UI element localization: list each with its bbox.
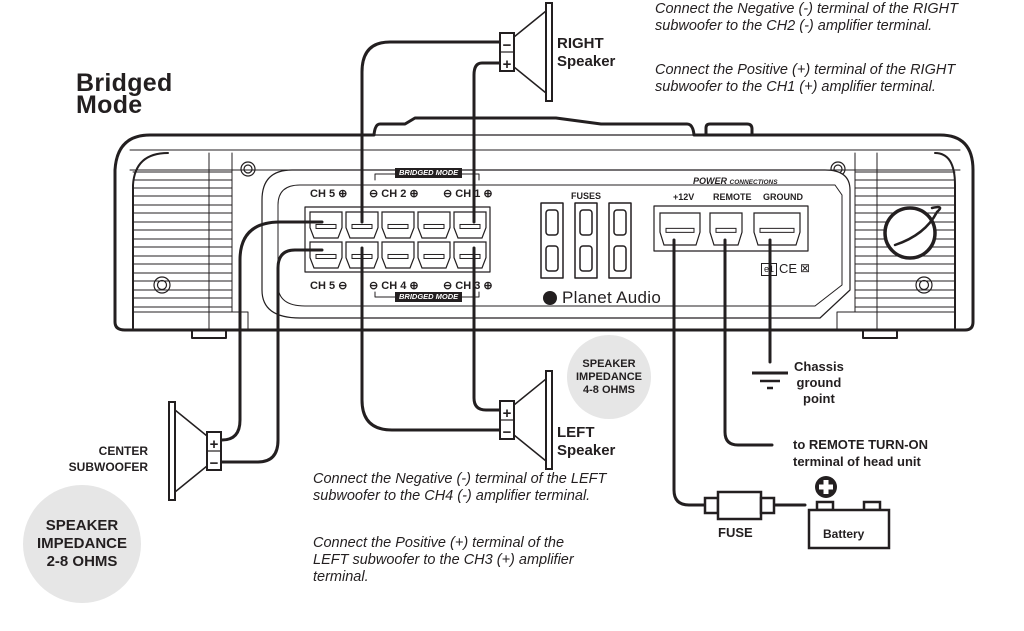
ch4-label: ⊖ CH 4 ⊕ — [369, 280, 419, 292]
plus-icon: + — [503, 405, 512, 422]
battery-label: Battery — [823, 527, 865, 541]
right-speaker-icon: −+ — [499, 2, 553, 102]
weee-bin-icon: ⊠ — [800, 261, 811, 275]
minus-icon: ⊖ — [443, 188, 453, 200]
speaker-terminal-slot — [387, 223, 409, 229]
note-left-negative: Connect the Negative (-) terminal of the… — [313, 471, 607, 504]
ce-mark-label: CE — [779, 261, 798, 276]
power-terminal-remote-label: REMOTE — [713, 192, 752, 202]
left-speaker-icon: +− — [499, 370, 553, 470]
bridged-mode-tag-bottom: BRIDGED MODE — [395, 292, 463, 302]
bridged-mode-tag-top: BRIDGED MODE — [395, 168, 463, 178]
foot-right — [862, 329, 898, 339]
plus-icon: + — [210, 436, 219, 453]
ch1-label: ⊖ CH 1 ⊕ — [443, 188, 493, 200]
ch5-bottom-label: CH 5 ⊖ — [310, 280, 348, 292]
speaker-terminal-slot — [315, 223, 337, 229]
wire-12v — [672, 238, 707, 507]
fuse-label: FUSE — [718, 525, 753, 540]
fuses-label: FUSES — [571, 191, 602, 201]
amplifier-inner-frame — [132, 152, 956, 329]
plus-icon: ⊕ — [483, 188, 493, 200]
fuse-slots — [540, 202, 632, 279]
planet-logo-icon — [883, 205, 942, 260]
left-speaker-label: LEFT Speaker — [557, 424, 616, 459]
wire-center-positive — [220, 220, 324, 442]
power-terminal-12v-slot — [665, 227, 695, 233]
note-right-negative: Connect the Negative (-) terminal of the… — [655, 1, 959, 34]
chassis-ground-label: Chassis ground point — [794, 359, 844, 406]
minus-icon: − — [503, 37, 512, 54]
impedance-badge-center: SPEAKER IMPEDANCE 2-8 OHMS — [23, 485, 141, 603]
plus-icon: ⊕ — [338, 188, 348, 200]
plus-icon: ⊕ — [409, 188, 419, 200]
brand-logo: Planet Audio — [543, 288, 661, 308]
wire-center-negative — [220, 248, 324, 464]
planet-audio-logo-icon — [543, 291, 557, 305]
power-terminal-ground-slot — [759, 227, 795, 233]
inline-fuse-icon — [703, 490, 776, 521]
ground-symbol-icon — [752, 371, 788, 390]
minus-icon: ⊖ — [369, 280, 379, 292]
minus-icon: − — [503, 424, 512, 441]
impedance-badge-left-right: SPEAKER IMPEDANCE 4-8 OHMS — [567, 335, 651, 419]
right-speaker-label: RIGHT Speaker — [557, 35, 616, 70]
plus-icon: + — [503, 56, 512, 73]
power-terminal-ground-label: GROUND — [763, 192, 803, 202]
power-terminal-12v-label: +12V — [673, 192, 695, 202]
heatsink-right — [836, 152, 956, 331]
note-left-positive: Connect the Positive (+) terminal of the… — [313, 535, 574, 585]
wire-remote — [723, 238, 774, 447]
heatsink-left — [132, 152, 249, 331]
center-subwoofer-label: CENTER SUBWOOFER — [68, 444, 148, 474]
ch3-label: ⊖ CH 3 ⊕ — [443, 280, 493, 292]
minus-icon: − — [210, 455, 219, 472]
amplifier-body — [113, 116, 975, 332]
battery-positive-icon — [815, 476, 837, 498]
wire-right-negative — [360, 40, 502, 224]
ch2-label: ⊖ CH 2 ⊕ — [369, 188, 419, 200]
foot-left — [191, 329, 227, 339]
speaker-terminal-slot — [423, 253, 445, 259]
ch5-top-label: CH 5 ⊕ — [310, 188, 348, 200]
note-right-positive: Connect the Positive (+) terminal of the… — [655, 62, 956, 95]
speaker-terminal-slot — [459, 253, 481, 259]
wire-left-negative — [360, 246, 502, 432]
plus-icon: ⊕ — [409, 280, 419, 292]
minus-icon: ⊖ — [443, 280, 453, 292]
speaker-terminal-slot — [423, 223, 445, 229]
page-title: Bridged Mode — [76, 69, 173, 119]
speaker-terminal-slot — [351, 223, 373, 229]
center-subwoofer-icon: +− — [168, 401, 222, 501]
power-terminal-remote-slot — [715, 227, 737, 233]
remote-turn-on-label: to REMOTE TURN-ON terminal of head unit — [793, 437, 929, 469]
speaker-terminal-slot — [459, 223, 481, 229]
minus-icon: ⊖ — [338, 280, 348, 292]
wire-right-positive — [472, 61, 502, 224]
battery-icon — [807, 500, 891, 550]
minus-icon: ⊖ — [369, 188, 379, 200]
power-terminal-block — [653, 205, 809, 252]
wires — [220, 40, 807, 507]
wire-left-positive — [472, 246, 502, 412]
e-mark-label: e1 — [761, 263, 778, 276]
screw-icon — [153, 161, 933, 294]
speaker-terminal-slot — [387, 253, 409, 259]
speaker-terminal-slot — [315, 253, 337, 259]
plus-icon: ⊕ — [483, 280, 493, 292]
power-connections-label: POWER CONNECTIONS — [693, 176, 778, 186]
